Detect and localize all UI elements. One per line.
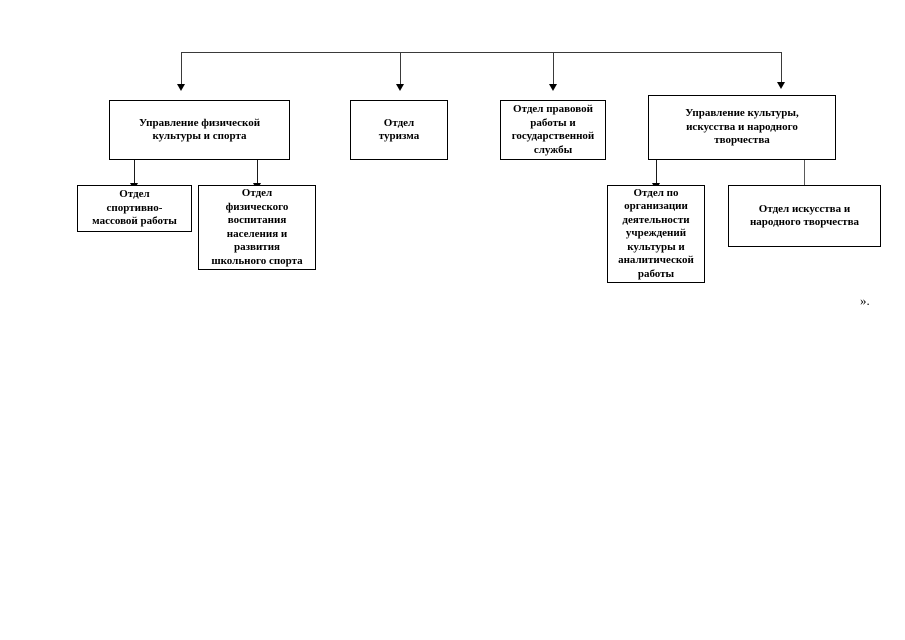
closing-quote-text: ».: [860, 293, 870, 308]
connector-line-fizkult-to-fizvosp: [257, 160, 258, 186]
bus-branch-line-1: [181, 52, 182, 86]
arrow-down-icon-1: [177, 84, 185, 91]
node-otdel-turizma[interactable]: Отдел туризма: [350, 100, 448, 160]
node-label: Отдел правовой работы и государственной …: [511, 103, 595, 156]
node-label: Отдел физического воспитания населения и…: [211, 187, 303, 267]
bus-branch-line-4: [781, 52, 782, 84]
node-label: Отдел искусства и народного творчества: [749, 202, 860, 229]
node-otdel-iskusstva-i-narodnogo-tvorchestva[interactable]: Отдел искусства и народного творчества: [728, 185, 881, 247]
arrow-down-icon-3: [549, 84, 557, 91]
node-label: Управление физической культуры и спорта: [138, 116, 261, 143]
node-label: Отдел туризма: [378, 116, 420, 143]
arrow-down-icon-2: [396, 84, 404, 91]
connector-line-kultury-to-iskusstva: [804, 160, 805, 193]
arrow-down-icon-4: [777, 82, 785, 89]
connector-line-kultury-to-organizacii: [656, 160, 657, 186]
bus-branch-line-3: [553, 52, 554, 86]
node-label: Управление культуры, искусства и народно…: [685, 107, 799, 147]
bus-branch-line-2: [400, 52, 401, 86]
node-upravlenie-kultury[interactable]: Управление культуры, искусства и народно…: [648, 95, 836, 160]
node-otdel-po-organizacii[interactable]: Отдел по организации деятельности учрежд…: [607, 185, 705, 283]
bus-horizontal-line: [181, 52, 781, 53]
node-otdel-sportivno-massovoy-raboty[interactable]: Отдел спортивно- массовой работы: [77, 185, 192, 232]
connector-line-fizkult-to-sportmass: [134, 160, 135, 186]
node-upravlenie-fizicheskoy-kultury[interactable]: Управление физической культуры и спорта: [109, 100, 290, 160]
node-label: Отдел по организации деятельности учрежд…: [618, 186, 694, 280]
node-otdel-fizicheskogo-vospitaniya[interactable]: Отдел физического воспитания населения и…: [198, 185, 316, 270]
node-label: Отдел спортивно- массовой работы: [92, 188, 177, 228]
node-otdel-pravovoy-raboty[interactable]: Отдел правовой работы и государственной …: [500, 100, 606, 160]
